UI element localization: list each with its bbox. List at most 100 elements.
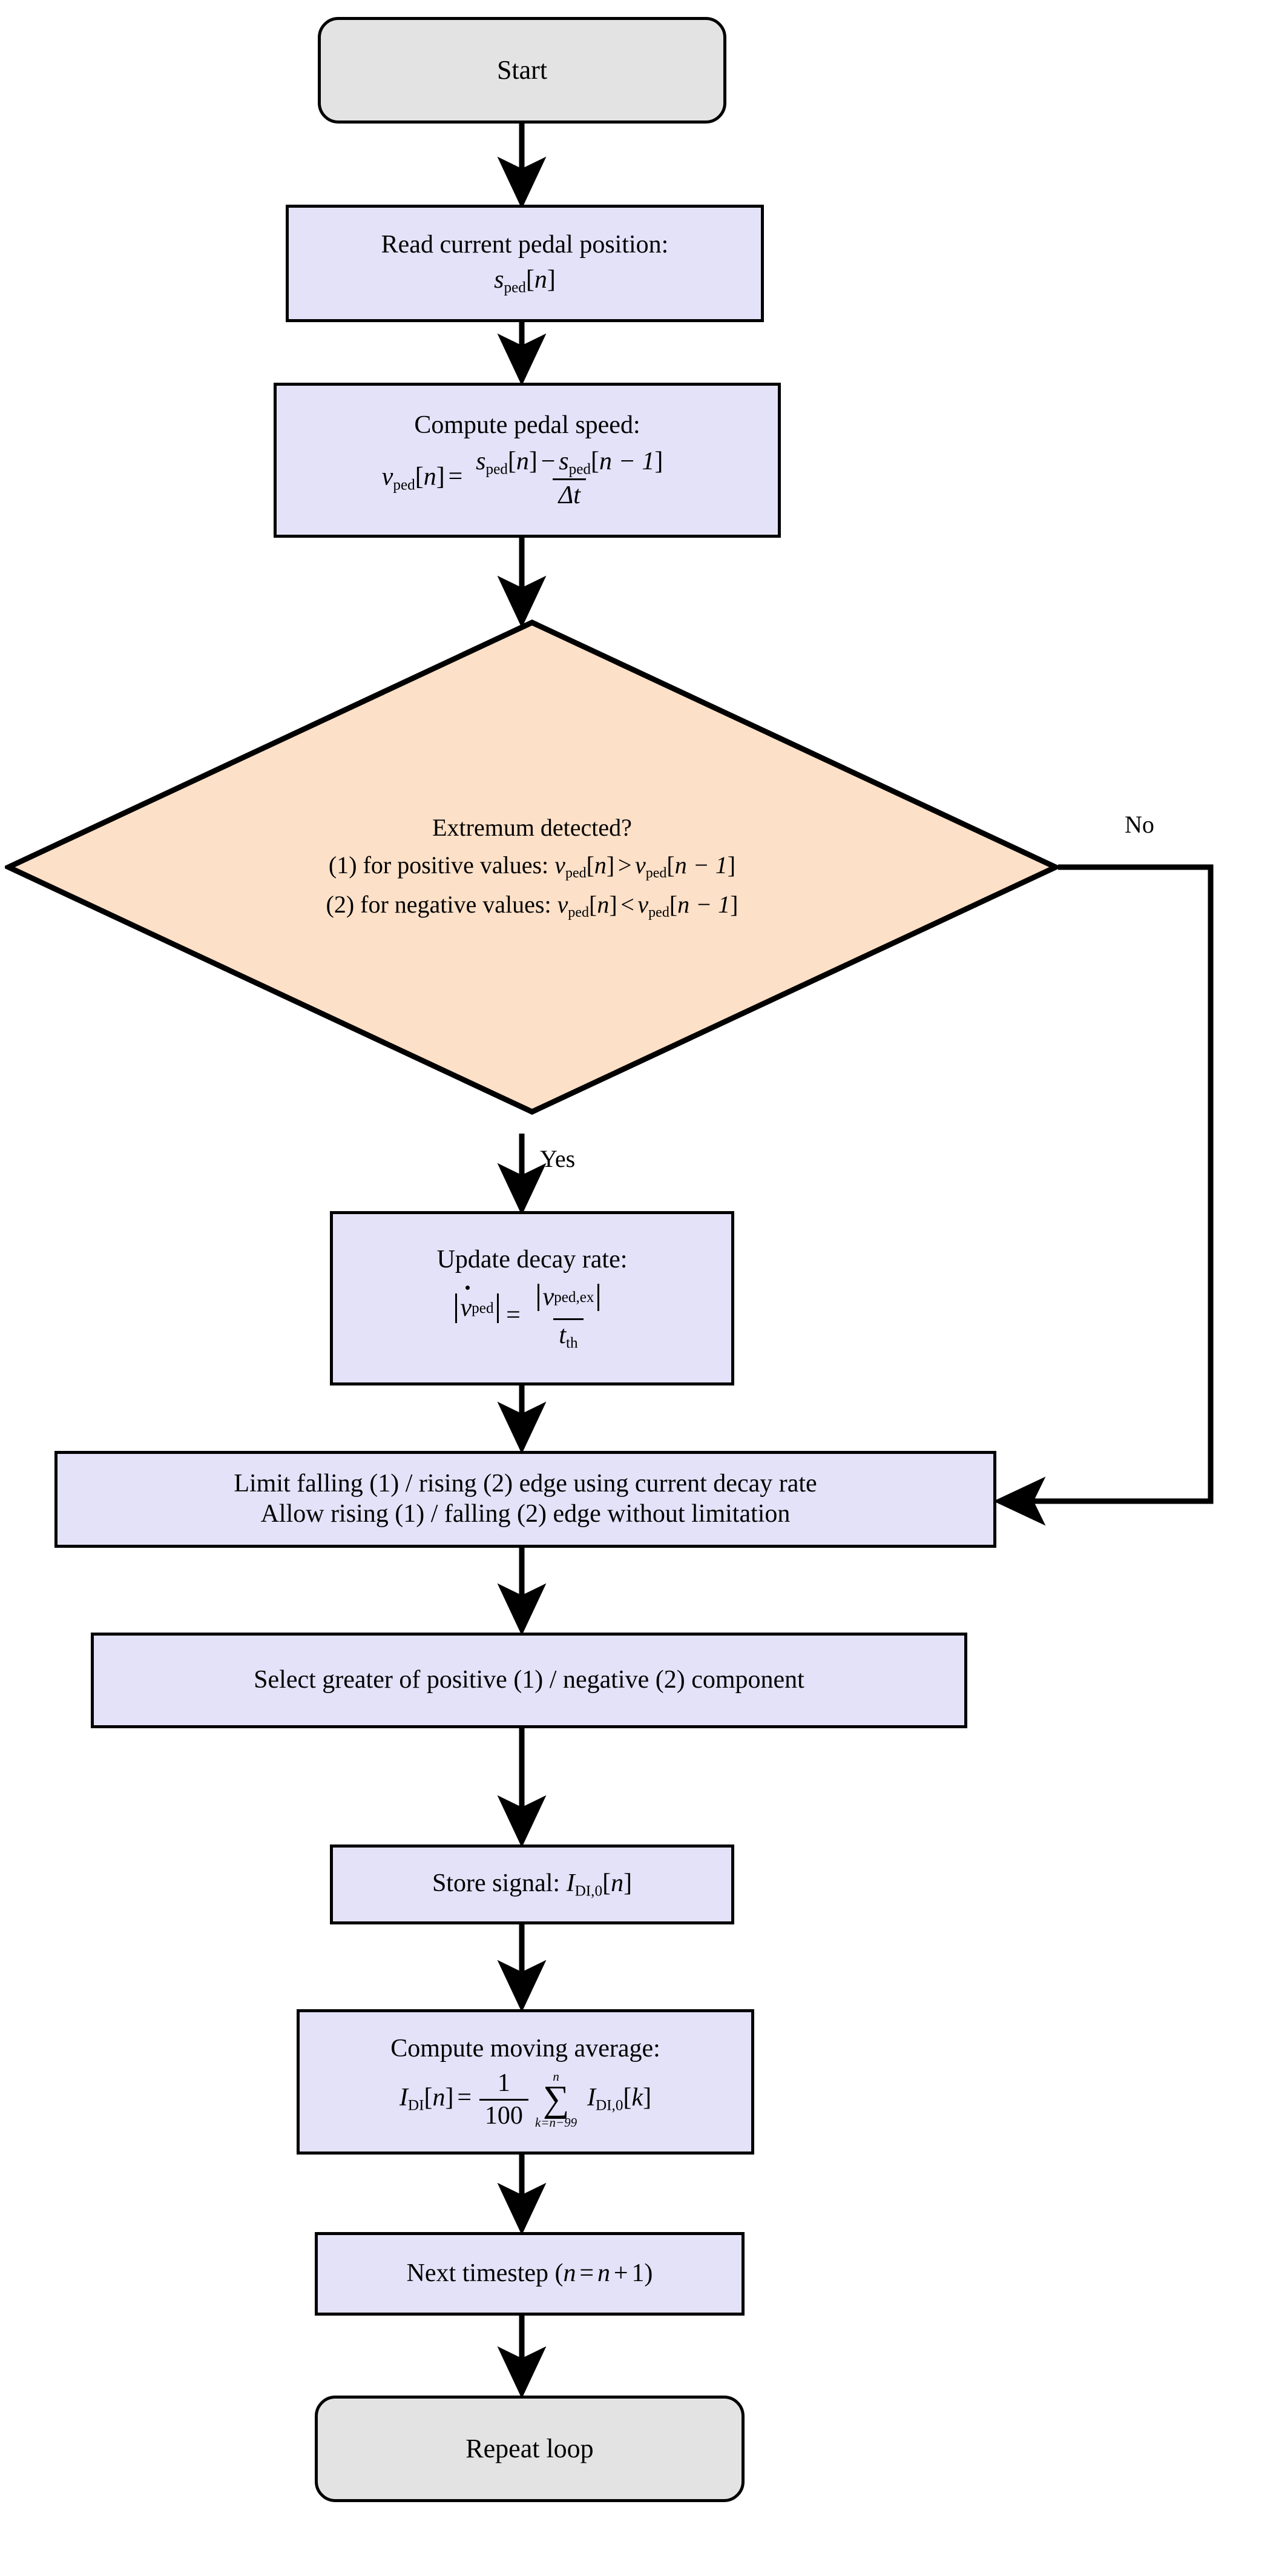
math-bracket-open-a: [ <box>586 851 594 879</box>
node-store-signal-content: Store signal: IDI,0[n] <box>432 1869 632 1900</box>
math-fraction-numerator-ma: 1 <box>497 2069 510 2098</box>
node-compute-speed[interactable]: Compute pedal speed: vped[n]= sped[n]−sp… <box>274 383 781 538</box>
math-bracket-open: [ <box>525 265 534 294</box>
math-index-n: n <box>534 265 547 294</box>
node-limit-edge[interactable]: Limit falling (1) / rising (2) edge usin… <box>54 1451 996 1548</box>
edge-label-no-text: No <box>1125 811 1154 838</box>
math-sub-pedex: ped,ex <box>554 1289 594 1306</box>
node-limit-edge-line-1: Limit falling (1) / rising (2) edge usin… <box>234 1470 817 1498</box>
math-bracket-open-term: [ <box>623 2084 632 2112</box>
decision-case-2-prefix: (2) for negative values: <box>326 891 551 918</box>
decision-case-1: (1) for positive values: vped[n]>vped[n … <box>329 850 735 883</box>
decision-case-1-prefix: (1) for positive values: <box>328 851 549 879</box>
node-next-timestep-prefix: Next timestep <box>406 2259 549 2288</box>
edge-label-no: No <box>1125 810 1154 839</box>
node-moving-average[interactable]: Compute moving average: IDI[n]= 1 100 n … <box>297 2009 754 2155</box>
math-fraction-denominator: Δt <box>553 478 587 509</box>
math-index-n-a: n <box>594 851 607 879</box>
math-sum-symbol: ∑ <box>542 2079 570 2120</box>
math-var-IDI0-term: I <box>587 2084 596 2112</box>
math-bracket-close: ] <box>547 265 556 294</box>
node-next-timestep[interactable]: Next timestep (n=n+1) <box>315 2232 745 2316</box>
math-var-s: s <box>494 265 504 294</box>
math-index-k: k <box>631 2084 643 2112</box>
node-select-greater[interactable]: Select greater of positive (1) / negativ… <box>91 1633 967 1728</box>
math-var-IDI: I <box>399 2084 408 2112</box>
math-var-vdot: v <box>461 1286 472 1324</box>
math-fraction-numerator: sped[n]−sped[n − 1] <box>470 447 669 479</box>
math-sub-ped: ped <box>393 476 415 493</box>
math-sub-ped-a: ped <box>565 865 587 881</box>
math-sub-ped-b: ped <box>645 865 667 881</box>
node-read-position-formula: sped[n] <box>494 265 556 297</box>
math-bracket-close-d: ] <box>730 891 738 918</box>
node-store-signal[interactable]: Store signal: IDI,0[n] <box>330 1844 734 1924</box>
decision-question: Extremum detected? <box>432 813 632 841</box>
edge-label-yes: Yes <box>540 1144 575 1173</box>
math-var-v-d: v <box>637 891 649 918</box>
math-equals-ma: = <box>457 2084 472 2112</box>
node-read-position[interactable]: Read current pedal position: sped[n] <box>286 205 764 322</box>
math-minus: − <box>541 447 556 475</box>
node-decision[interactable]: Extremum detected? (1) for positive valu… <box>5 619 1059 1115</box>
math-bracket-close-store: ] <box>623 1869 633 1897</box>
node-compute-speed-formula: vped[n]= sped[n]−sped[n − 1] Δt <box>381 447 673 510</box>
math-bracket-close1: ] <box>528 447 538 475</box>
math-sub-ped: ped <box>504 279 526 296</box>
math-var-v-ex: v <box>542 1283 554 1311</box>
math-fraction-denominator-ma: 100 <box>479 2098 529 2130</box>
math-index-nm1: n − 1 <box>599 447 655 475</box>
math-var-t: t <box>559 1321 567 1350</box>
node-repeat-loop[interactable]: Repeat loop <box>315 2396 745 2502</box>
math-bracket-open2: [ <box>591 447 600 475</box>
math-bracket-open1: [ <box>507 447 516 475</box>
math-bracket-close: ] <box>436 463 445 491</box>
math-sum-upper: n <box>553 2069 559 2084</box>
math-equals: = <box>448 463 463 491</box>
math-var-n1: n <box>563 2259 576 2288</box>
node-moving-average-title: Compute moving average: <box>390 2034 660 2062</box>
math-var-s2: s <box>559 447 569 475</box>
node-start-label: Start <box>496 55 548 85</box>
math-var-v-c: v <box>557 891 568 918</box>
math-bracket-open: [ <box>415 463 424 491</box>
node-store-signal-prefix: Store signal: <box>432 1869 561 1897</box>
math-var-s1: s <box>476 447 486 475</box>
node-next-timestep-content: Next timestep (n=n+1) <box>407 2259 653 2289</box>
math-bracket-close-b: ] <box>727 851 736 879</box>
math-var-I: I <box>566 1869 575 1897</box>
math-bracket-close-ma: ] <box>445 2084 454 2112</box>
math-sub-ped1: ped <box>485 461 508 478</box>
math-equals-decay: = <box>506 1301 521 1330</box>
edge-label-yes-text: Yes <box>540 1145 576 1172</box>
math-summation: n ∑ k=n−99 <box>535 2070 577 2129</box>
math-paren-close: ) <box>644 2259 653 2288</box>
node-update-decay-title: Update decay rate: <box>436 1245 628 1273</box>
math-var-v-b: v <box>635 851 646 879</box>
math-sub-ped2: ped <box>568 461 591 478</box>
math-index-n-store: n <box>611 1869 624 1897</box>
math-bracket-close-c: ] <box>609 891 617 918</box>
math-sub-DI: DI <box>407 2097 424 2114</box>
math-sub-DI0-term: DI,0 <box>595 2097 623 2114</box>
math-sub-ped-c: ped <box>568 905 589 921</box>
math-sub-ped-d: ped <box>648 905 669 921</box>
math-bracket-open-store: [ <box>602 1869 611 1897</box>
math-var-v: v <box>381 463 393 491</box>
math-sub-th: th <box>566 1335 578 1352</box>
math-one: 1 <box>631 2259 645 2288</box>
node-moving-average-formula: IDI[n]= 1 100 n ∑ k=n−99 IDI,0[k] <box>400 2070 651 2130</box>
node-select-greater-label: Select greater of positive (1) / negativ… <box>254 1666 804 1694</box>
math-sub-DI0: DI,0 <box>574 1883 603 1900</box>
node-start[interactable]: Start <box>318 17 726 124</box>
math-bracket-open-c: [ <box>589 891 597 918</box>
math-bracket-open-d: [ <box>669 891 678 918</box>
node-limit-edge-line-2: Allow rising (1) / falling (2) edge with… <box>260 1500 791 1528</box>
math-fraction-ma: 1 100 <box>479 2069 529 2130</box>
node-compute-speed-title: Compute pedal speed: <box>414 411 640 440</box>
